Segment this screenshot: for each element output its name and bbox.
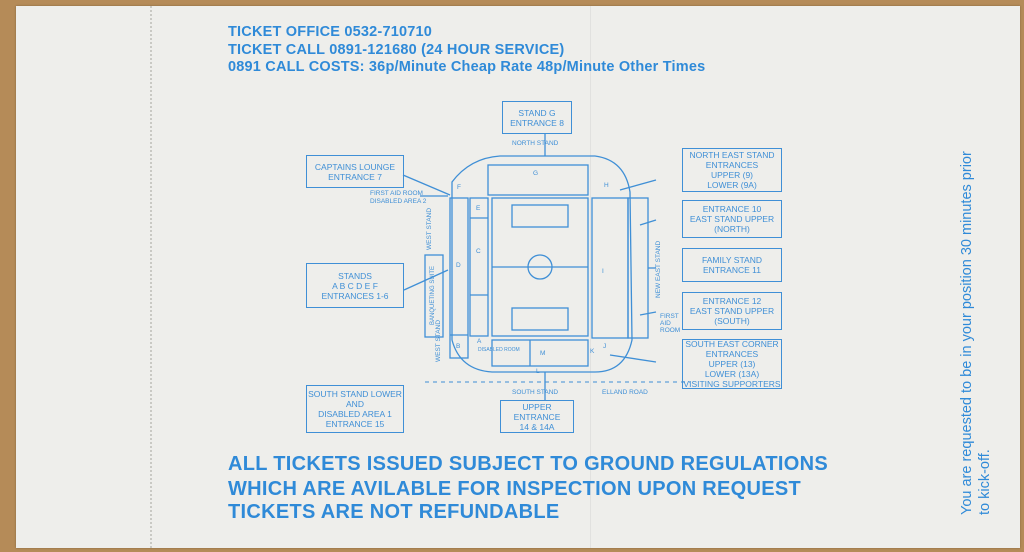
section-c: C [476,248,481,255]
elland-road-label: ELLAND ROAD [602,389,648,396]
box-line: ENTRANCE 8 [510,117,564,128]
box-line: AND [346,399,364,409]
box-line: LOWER (9A) [707,180,757,190]
ticket-call-line: TICKET CALL 0891-121680 (24 HOUR SERVICE… [228,42,565,58]
entrance-12-box: ENTRANCE 12 EAST STAND UPPER (SOUTH) [682,292,782,330]
box-line: UPPER [522,401,552,412]
box-line: ENTRANCE 7 [328,171,382,182]
box-line: UPPER (13) [708,359,756,369]
stadium-outline [451,155,633,373]
stand-g-box: STAND G ENTRANCE 8 [502,101,572,134]
box-line: (SOUTH) [714,316,750,326]
section-i: I [602,268,604,275]
not-refundable-line: TICKETS ARE NOT REFUNDABLE [228,501,560,523]
regulations-line-1: ALL TICKETS ISSUED SUBJECT TO GROUND REG… [228,453,828,475]
south-east-corner-box: SOUTH EAST CORNER ENTRANCES UPPER (13) L… [682,339,782,389]
box-line: NORTH EAST STAND [689,150,775,160]
west-stand-lower-label: WEST STAND [435,319,442,362]
stands-a-f-box: STANDS A B C D E F ENTRANCES 1-6 [306,263,404,308]
box-line: ENTRANCE 11 [703,265,761,275]
box-line: ENTRANCE [513,411,561,422]
section-a: A [477,338,482,345]
box-line: STANDS [338,270,372,281]
box-line: ENTRANCE 12 [702,296,762,306]
box-line: EAST STAND UPPER [689,306,775,316]
box-line: EAST STAND UPPER [689,214,775,224]
box-line: A B C D E F [332,280,378,291]
new-east-stand-label: NEW EAST STAND [655,240,662,298]
box-line: FAMILY STAND [702,255,762,265]
box-line: 14 & 14A [519,421,555,432]
box-line: DISABLED AREA 1 [318,409,392,419]
north-stand-label: NORTH STAND [512,140,559,147]
south-stand-label: SOUTH STAND [512,389,559,396]
box-line: (NORTH) [714,224,750,234]
family-stand-box: FAMILY STAND ENTRANCE 11 [682,248,782,282]
upper-entrance-box: UPPER ENTRANCE 14 & 14A [500,400,574,433]
ticket-office-line: TICKET OFFICE 0532-710710 [228,24,433,40]
box-line: ENTRANCE 15 [325,419,385,429]
section-m: M [540,350,546,357]
section-j: J [603,343,607,350]
regulations-line-2: WHICH ARE AVILABLE FOR INSPECTION UPON R… [228,478,802,500]
section-b: B [456,343,461,350]
south-stand-lower-box: SOUTH STAND LOWER AND DISABLED AREA 1 EN… [306,385,404,433]
box-line: ENTRANCE 10 [702,204,762,214]
perforation-line [150,6,152,548]
call-costs-line: 0891 CALL COSTS: 36p/Minute Cheap Rate 4… [228,59,706,75]
section-l: L [536,368,540,375]
north-east-stand-box: NORTH EAST STAND ENTRANCES UPPER (9) LOW… [682,148,782,192]
banqueting-suite-label: BANQUETING SUITE [430,265,436,325]
box-line: UPPER (9) [710,170,754,180]
section-d: D [456,262,461,269]
box-line: SOUTH STAND LOWER [308,389,402,399]
entrance-10-box: ENTRANCE 10 EAST STAND UPPER (NORTH) [682,200,782,238]
first-aid-room-label: FIRST AID ROOM [370,190,423,197]
west-stand-upper-label: WEST STAND [426,207,433,250]
disabled-room-label: DISABLED ROOM [478,347,520,353]
fold-crease [590,6,591,548]
first-aid-east-label: FIRST AID ROOM [660,313,681,334]
section-h: H [604,182,609,189]
disabled-area-2-label: DISABLED AREA 2 [370,198,427,205]
box-line: STAND G [518,107,556,118]
section-f: F [457,184,461,191]
box-line: SOUTH EAST CORNER [685,339,779,349]
box-line: VISITING SUPPORTERS [683,379,781,389]
kickoff-note: You are requested to be in your position… [958,25,994,515]
box-line: ENTRANCES [705,160,759,170]
section-k: K [590,348,595,355]
box-line: CAPTAINS LOUNGE [314,161,396,172]
box-line: ENTRANCES 1-6 [321,290,389,301]
north-stand-block [487,164,589,196]
captains-lounge-box: CAPTAINS LOUNGE ENTRANCE 7 [306,155,404,188]
box-line: ENTRANCES [705,349,759,359]
ticket [16,6,1020,548]
section-g: G [533,170,539,177]
section-e: E [476,205,481,212]
kickoff-note-line-1: You are requested to be in your position… [959,151,975,515]
kickoff-note-line-2: to kick-off. [977,449,993,515]
box-line: LOWER (13A) [704,369,760,379]
